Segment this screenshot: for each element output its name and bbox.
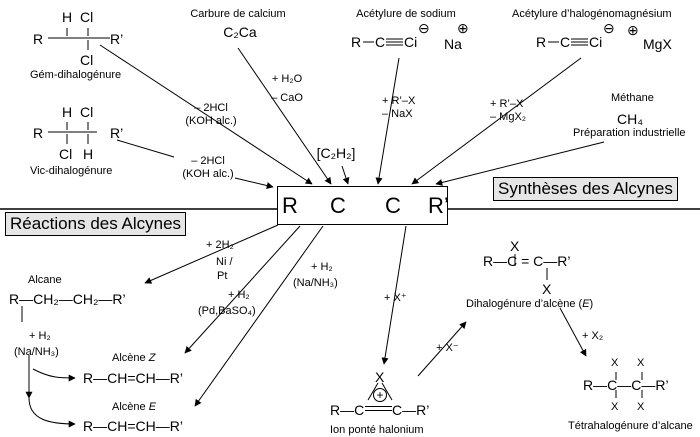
halonium-cond: + X⁺: [384, 292, 407, 304]
alcene-z-cond1: + H₂: [228, 289, 250, 301]
methane-title: Méthane: [611, 92, 654, 104]
central-alkyne-box: [277, 186, 448, 225]
methane-formula: CH₄: [617, 111, 643, 127]
na-r: R: [351, 34, 362, 50]
dihalo-cond: + X₂: [582, 330, 604, 342]
dihalo-title: Dihalogénure d’alcène (E): [466, 298, 594, 310]
gem-cl-bottom: Cl: [80, 52, 94, 68]
tetra-x4: X: [637, 401, 645, 413]
arrow-halonium: [381, 225, 407, 365]
carbure-formula: C₂Ca: [223, 24, 257, 40]
tetra-x1: X: [611, 357, 619, 369]
carbure-cond2: – CaO: [271, 92, 303, 104]
gem-r-prime: R’: [110, 31, 124, 47]
vic-cond1: – 2HCl: [191, 155, 225, 167]
mg-r: R: [536, 34, 547, 50]
center-r-prime: R’: [428, 193, 449, 218]
mg-minus: ⊖: [603, 20, 615, 36]
dihalo-x-top: X: [510, 238, 520, 254]
arrow-alcane-to-z: [32, 368, 76, 382]
na-cond2: – NaX: [382, 108, 413, 120]
na-ci: Ci: [404, 34, 418, 50]
halonium-x: X: [375, 369, 385, 385]
vic-cl-top: Cl: [80, 104, 94, 120]
vic-r: R: [33, 125, 44, 141]
center-c1: C: [330, 193, 346, 218]
mg-cond1: + R’–X: [490, 98, 524, 110]
arrow-c2h2: [341, 165, 350, 185]
arrow-carbure: [237, 47, 332, 185]
na-c: C: [375, 34, 386, 50]
na-cation: Na: [444, 36, 462, 52]
arrow-alcene-z: [184, 225, 301, 354]
halonium-left: R—C: [330, 402, 365, 418]
c2h2: [C₂H₂]: [316, 145, 356, 161]
acetylure-na-title: Acétylure de sodium: [356, 8, 456, 20]
halonium-title: Ion ponté halonium: [330, 424, 424, 436]
arrow-methane: [435, 141, 605, 186]
alcene-z-cond2: (Pd,BaSO₄): [198, 305, 256, 317]
alcene-e-formula: R—CH=CH—R’: [83, 418, 183, 434]
arrow-alcane-to-e: [28, 397, 76, 428]
arrow-dihalo: [417, 321, 467, 377]
vic-h-top: H: [62, 104, 73, 120]
halonium-plus: +: [373, 388, 387, 402]
na-minus: ⊖: [418, 20, 430, 36]
na-cond1: + R’–X: [382, 95, 416, 107]
gem-cl-top: Cl: [80, 9, 94, 25]
header-syntheses: Synthèses des Alcynes: [493, 177, 678, 201]
alcene-z-title: Alcène Z: [112, 352, 156, 364]
alcene-e-cond1: + H₂: [311, 261, 333, 273]
mg-plus: ⊕: [627, 22, 639, 38]
gem-cond1: – 2HCl: [194, 102, 228, 114]
arrow-tetrahalo: [559, 307, 587, 357]
gem-r: R: [33, 31, 44, 47]
vic-h-bottom: H: [83, 146, 94, 162]
acetylure-mg-title: Acétylure d’halogénomagnésium: [512, 8, 672, 20]
alcane-title: Alcane: [28, 274, 62, 286]
mg-c: C: [560, 34, 571, 50]
tetra-formula: R—C—C—R’: [583, 377, 669, 393]
na-plus: ⊕: [457, 20, 469, 36]
mg-cation: MgX: [643, 36, 672, 52]
halonium-cond-x: + X⁻: [436, 342, 459, 354]
alcane-red2: (Na/NH₃): [14, 346, 59, 358]
gem-h-top: H: [62, 9, 73, 25]
vic-r-prime: R’: [110, 125, 124, 141]
alcane-cond2: Ni /: [216, 256, 233, 268]
alcene-z-formula: R—CH=CH—R’: [83, 370, 183, 386]
arrow-acetylure-mg: [411, 57, 582, 185]
vic-title: Vic-dihalogénure: [30, 165, 113, 177]
alcane-cond3: Pt: [217, 270, 228, 282]
mg-ci: Ci: [589, 34, 603, 50]
halonium-right: C—R’: [392, 402, 430, 418]
header-reactions: Réactions des Alcynes: [5, 212, 187, 236]
carbure-title: Carbure de calcium: [190, 8, 286, 20]
tetra-x3: X: [611, 401, 619, 413]
tetra-title: Tétrahalogénure d’alcane: [568, 420, 693, 432]
vic-cond2: (KOH alc.): [182, 168, 234, 180]
tetra-x2: X: [637, 357, 645, 369]
alcane-formula: R—CH₂—CH₂—R’: [9, 291, 126, 307]
gem-title: Gém-dihalogénure: [30, 69, 122, 81]
alcane-cond1: + 2H₂: [206, 239, 234, 251]
mg-cond2: – MgX₂: [490, 111, 527, 123]
alcene-e-cond2: (Na/NH₃): [293, 277, 338, 289]
center-c2: C: [385, 193, 401, 218]
gem-cond2: (KOH alc.): [185, 115, 237, 127]
center-r: R: [282, 193, 298, 218]
arrow-alcene-e: [194, 225, 324, 407]
dihalo-x-bottom: X: [542, 281, 552, 297]
methane-note: Préparation industrielle: [573, 127, 686, 139]
dihalo-formula: R—C = C—R’: [483, 253, 571, 269]
vic-cl-bottom: Cl: [59, 146, 73, 162]
arrow-gem: [99, 44, 313, 185]
carbure-cond1: + H₂O: [271, 73, 303, 85]
arrow-acetylure-na: [375, 57, 400, 185]
arrow-vic: [234, 177, 274, 189]
alcene-e-title: Alcène E: [112, 401, 157, 413]
alcane-red1: + H₂: [29, 330, 51, 342]
arrow-alcane: [144, 224, 279, 284]
